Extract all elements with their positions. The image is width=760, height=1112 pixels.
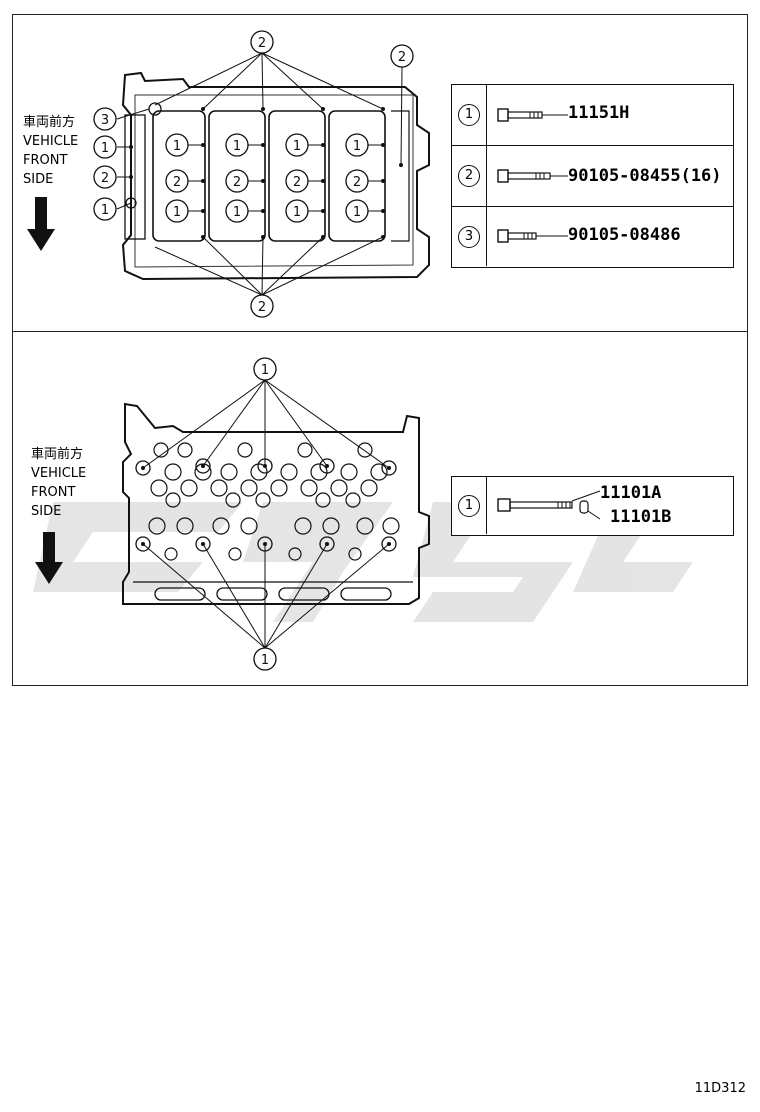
callout-1: 1	[233, 139, 241, 154]
side-label-jp: 車両前方	[31, 447, 84, 462]
side-label-line2: FRONT	[31, 485, 76, 500]
side-label-line1: VEHICLE	[31, 466, 87, 481]
part-number-1: 11151H	[568, 103, 630, 123]
side-label-line1: VEHICLE	[23, 134, 79, 149]
side-label-jp: 車両前方	[23, 115, 76, 130]
callout-2: 2	[353, 175, 361, 190]
callout-1: 1	[173, 205, 181, 220]
callout-2: 2	[293, 175, 301, 190]
callout-1: 1	[353, 205, 361, 220]
callout-1: 1	[293, 205, 301, 220]
bottom-panel-cylinder-head: 1 1 車両前方 VEHICLE FRONT SIDE 1 11101A 111…	[12, 331, 748, 686]
legend-row-3: 3 90105-08486	[452, 207, 733, 266]
bolt-icon	[497, 169, 568, 183]
callout-2: 2	[173, 175, 181, 190]
side-label-line3: SIDE	[31, 504, 62, 519]
side-label-line2: FRONT	[23, 153, 68, 168]
callout-1-top: 1	[261, 363, 269, 378]
bottom-parts-legend: 1 11101A 11101B	[451, 476, 734, 536]
callout-2-right: 2	[398, 50, 406, 65]
part-number-2: 90105-08455(16)	[568, 166, 722, 186]
head-bolt-washer-icon	[497, 490, 601, 520]
legend-num-1: 1	[458, 494, 480, 517]
legend-row-1: 1 11151H	[452, 85, 733, 146]
head-bolt-holes	[135, 458, 397, 552]
callout-1: 1	[233, 205, 241, 220]
callout-3-left: 3	[101, 113, 109, 128]
top-parts-legend: 1 11151H 2 90105-08455(16) 3	[451, 84, 734, 268]
part-number-3: 90105-08486	[568, 225, 681, 245]
callout-1-left-a: 1	[101, 141, 109, 156]
cam-housing-drawing: 2 2 2 3 1 2 1 1 1 1 1 2 2 2 2 1 1 1 1	[27, 30, 430, 318]
callout-1: 1	[173, 139, 181, 154]
bolt-icon	[497, 229, 568, 243]
callout-2-left: 2	[101, 171, 109, 186]
legend-row-1: 1 11101A 11101B	[452, 477, 733, 534]
legend-num-2: 2	[458, 165, 480, 187]
part-number-b: 11101B	[610, 507, 672, 527]
part-number-a: 11101A	[600, 483, 662, 503]
callout-2-top: 2	[258, 36, 266, 51]
vehicle-front-side-label: 車両前方 VEHICLE FRONT SIDE	[31, 445, 86, 521]
callout-2: 2	[233, 175, 241, 190]
top-panel-cam-housing: 2 2 2 3 1 2 1 1 1 1 1 2 2 2 2 1 1 1 1 車両…	[12, 14, 748, 332]
callout-1-left-b: 1	[101, 203, 109, 218]
front-arrow-icon	[35, 532, 63, 584]
figure-code: 11D312	[694, 1081, 746, 1096]
front-arrow-icon	[27, 197, 55, 251]
callout-1: 1	[293, 139, 301, 154]
side-label-line3: SIDE	[23, 172, 54, 187]
bolt-icon	[497, 108, 568, 122]
legend-row-2: 2 90105-08455(16)	[452, 146, 733, 207]
legend-num-1: 1	[458, 104, 480, 126]
callout-1: 1	[353, 139, 361, 154]
legend-num-3: 3	[458, 225, 480, 248]
vehicle-front-side-label: 車両前方 VEHICLE FRONT SIDE	[23, 113, 78, 189]
callout-2-bottom: 2	[258, 300, 266, 315]
callout-1-bottom: 1	[261, 653, 269, 668]
